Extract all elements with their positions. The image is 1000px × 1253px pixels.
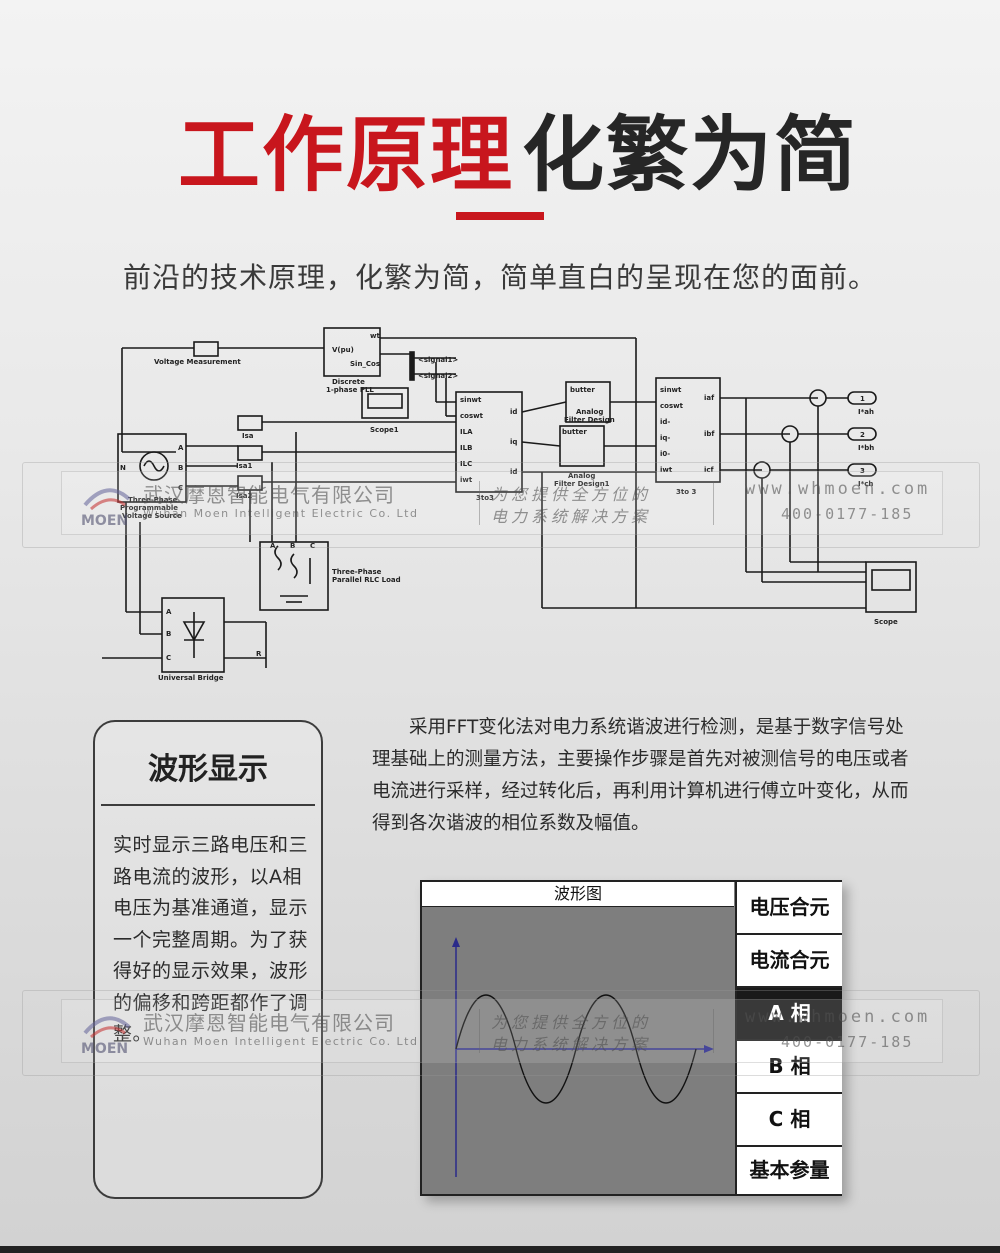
diag-label: sinwt xyxy=(660,386,682,394)
diag-label: Filter Design xyxy=(564,416,615,424)
diag-label: sinwt xyxy=(460,396,482,404)
waveform-plot xyxy=(422,907,734,1194)
diag-label: B xyxy=(290,542,295,550)
diag-label: I*bh xyxy=(858,444,874,452)
diag-label: Isa2 xyxy=(236,492,252,500)
diag-label: 3 xyxy=(860,467,865,475)
waveform-screen: 波形图 电压合元 电流合元 A 相 B 相 C 相 基本参量 xyxy=(420,880,842,1196)
diag-label: <signal1> xyxy=(418,356,458,364)
diag-label: iaf xyxy=(704,394,715,402)
diag-label: A xyxy=(178,444,184,452)
diag-label: 3to 3 xyxy=(676,488,696,496)
diag-label: Voltage Measurement xyxy=(154,358,241,366)
diag-label: A xyxy=(270,542,276,550)
diag-label: R xyxy=(256,650,262,658)
diag-label: <signal2> xyxy=(418,372,458,380)
diag-label: id xyxy=(510,408,517,416)
diag-label: 1-phase PLL xyxy=(326,386,374,394)
diag-label: ILC xyxy=(460,460,472,468)
diag-label: Isa xyxy=(242,432,254,440)
diag-label: i0- xyxy=(660,450,670,458)
diag-label: I*ch xyxy=(858,480,873,488)
diag-label: Isa1 xyxy=(236,462,252,470)
title-dark-text: 化繁为简 xyxy=(522,108,859,203)
diag-label: id xyxy=(510,468,517,476)
waveform-x-arrow xyxy=(704,1045,714,1053)
diag-label: Parallel RLC Load xyxy=(332,576,401,584)
menu-phase-c[interactable]: C 相 xyxy=(737,1094,842,1147)
circuit-diagram: Voltage Measurement V(pu) Sin_Cos wt Dis… xyxy=(102,327,917,682)
diag-label: ibf xyxy=(704,430,715,438)
diag-label: Discrete xyxy=(332,378,365,386)
diag-label: A xyxy=(166,608,172,616)
waveform-sine xyxy=(455,994,697,1104)
diag-label: Filter Design1 xyxy=(554,480,610,488)
diag-label: V(pu) xyxy=(332,346,354,354)
description-paragraph: 采用FFT变化法对电力系统谐波进行检测，是基于数字信号处理基础上的测量方法，主要… xyxy=(372,717,909,834)
diag-label: icf xyxy=(704,466,715,474)
card-body: 实时显示三路电压和三路电流的波形，以A相电压为基准通道，显示一个完整周期。为了获… xyxy=(113,834,309,1045)
waveform-title: 波形图 xyxy=(422,882,734,907)
diag-label: iq- xyxy=(660,434,670,442)
diag-label: butter xyxy=(570,386,595,394)
menu-voltage[interactable]: 电压合元 xyxy=(737,882,842,935)
diag-label: C xyxy=(166,654,171,662)
subtitle: 前沿的技术原理，化繁为简，简单直白的呈现在您的面前。 xyxy=(122,261,877,294)
bottom-bar xyxy=(0,1246,1000,1253)
diag-label: Three-Phase xyxy=(128,496,178,504)
diag-label: Scope xyxy=(874,618,898,626)
diag-label: Programmable xyxy=(120,504,178,512)
diag-label: 2 xyxy=(860,431,865,439)
diag-label: N xyxy=(120,464,126,472)
diag-label: Sin_Cos xyxy=(350,360,380,368)
title-underline xyxy=(456,212,544,220)
diag-label: Three-Phase xyxy=(332,568,382,576)
diag-label: iwt xyxy=(660,466,673,474)
diag-label: 3to3 xyxy=(476,494,494,502)
diag-label: Voltage Source xyxy=(122,512,182,520)
diag-label: iwt xyxy=(460,476,473,484)
diag-label: Analog xyxy=(568,472,595,480)
diag-label: 1 xyxy=(860,395,865,403)
diag-label: coswt xyxy=(460,412,484,420)
diag-label: Analog xyxy=(576,408,603,416)
card-divider xyxy=(101,804,315,806)
diag-label: id- xyxy=(660,418,670,426)
menu-basic-params[interactable]: 基本参量 xyxy=(749,1158,830,1182)
card-title: 波形显示 xyxy=(148,752,268,787)
menu-phase-b[interactable]: B 相 xyxy=(737,1041,842,1094)
feature-card: 波形显示 实时显示三路电压和三路电流的波形，以A相电压为基准通道，显示一个完整周… xyxy=(93,720,323,1199)
diag-label: C xyxy=(178,484,183,492)
title-red-text: 工作原理 xyxy=(178,108,515,203)
diag-label: Scope1 xyxy=(370,426,399,434)
diag-label: B xyxy=(166,630,171,638)
menu-phase-a[interactable]: A 相 xyxy=(737,988,842,1041)
diag-label: iq xyxy=(510,438,517,446)
diag-label: B xyxy=(178,464,183,472)
diag-label: Universal Bridge xyxy=(158,674,224,682)
diag-label: ILA xyxy=(460,428,473,436)
diag-label: C xyxy=(310,542,315,550)
diag-label: butter xyxy=(562,428,587,436)
diag-label: wt xyxy=(370,332,380,340)
waveform-menu: 电压合元 电流合元 A 相 B 相 C 相 基本参量 xyxy=(735,882,842,1194)
waveform-y-arrow xyxy=(452,937,460,947)
diag-label: ILB xyxy=(460,444,472,452)
diag-label: coswt xyxy=(660,402,684,410)
menu-current[interactable]: 电流合元 xyxy=(737,935,842,988)
diag-label: I*ah xyxy=(858,408,874,416)
